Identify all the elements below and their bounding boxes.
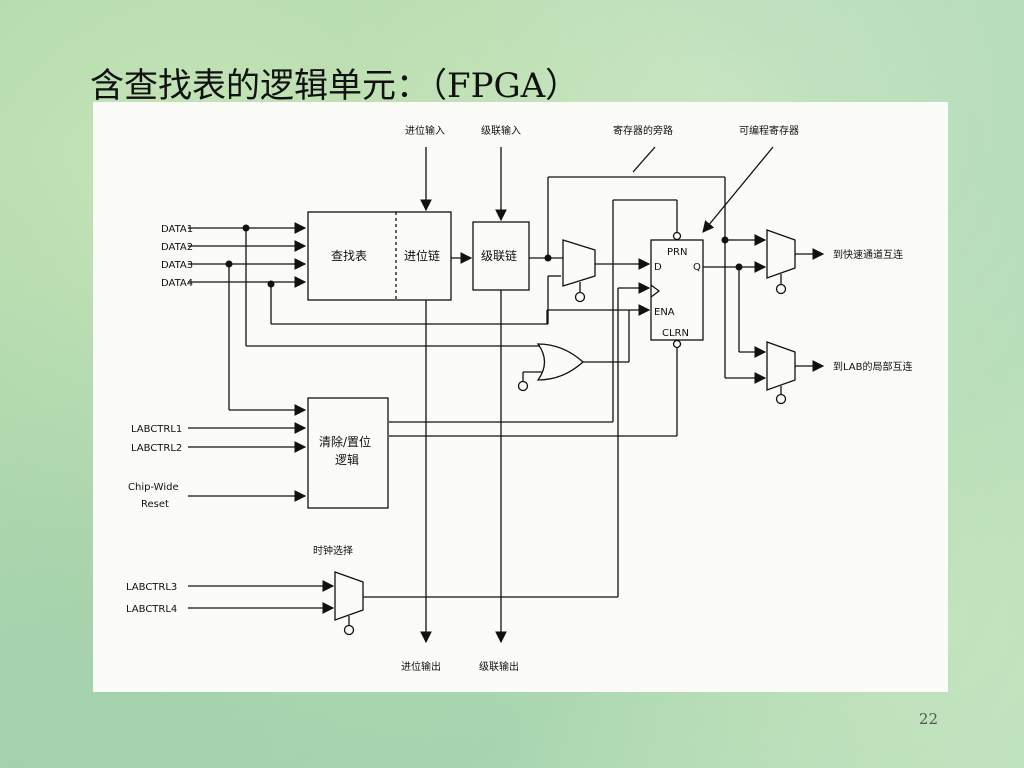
cascade-in-label: 级联输入 bbox=[481, 124, 521, 137]
logic-label: 逻辑 bbox=[335, 453, 359, 467]
register-q-label: Q bbox=[693, 262, 701, 273]
to-fasttrack-label: 到快速通道互连 bbox=[833, 248, 903, 261]
lut-label: 查找表 bbox=[331, 249, 367, 263]
data3-label: DATA3 bbox=[161, 260, 193, 271]
data2-label: DATA2 bbox=[161, 242, 193, 253]
chip-wide-label: Chip-Wide bbox=[128, 482, 179, 493]
reset-label: Reset bbox=[141, 499, 169, 510]
labctrl2-label: LABCTRL2 bbox=[131, 443, 182, 454]
cascade-chain-label: 级联链 bbox=[481, 248, 517, 263]
labctrl1-label: LABCTRL1 bbox=[131, 424, 182, 435]
register-d-label: D bbox=[654, 262, 662, 273]
to-lab-local-label: 到LAB的局部互连 bbox=[833, 360, 913, 373]
register-prn-label: PRN bbox=[667, 247, 687, 258]
programmable-register-label: 可编程寄存器 bbox=[739, 124, 799, 137]
register-clrn-label: CLRN bbox=[662, 328, 689, 339]
data1-label: DATA1 bbox=[161, 224, 193, 235]
slide-title: 含查找表的逻辑单元：（FPGA） bbox=[90, 66, 580, 106]
carry-out-label: 进位输出 bbox=[401, 660, 441, 673]
register-ena-label: ENA bbox=[654, 307, 675, 318]
register-bypass-label: 寄存器的旁路 bbox=[613, 124, 673, 137]
clock-select-label: 时钟选择 bbox=[313, 544, 353, 557]
data4-label: DATA4 bbox=[161, 278, 193, 289]
cascade-out-label: 级联输出 bbox=[479, 660, 519, 673]
clear-preset-label: 清除/置位 bbox=[319, 434, 371, 449]
logic-element-diagram: DATA1 DATA2 DATA3 DATA4 LABCTRL1 LABCTRL… bbox=[93, 102, 948, 692]
labctrl4-label: LABCTRL4 bbox=[126, 604, 177, 615]
carry-in-label: 进位输入 bbox=[405, 124, 445, 137]
carry-chain-label: 进位链 bbox=[404, 248, 440, 263]
page-number: 22 bbox=[918, 710, 938, 728]
labctrl3-label: LABCTRL3 bbox=[126, 582, 177, 593]
